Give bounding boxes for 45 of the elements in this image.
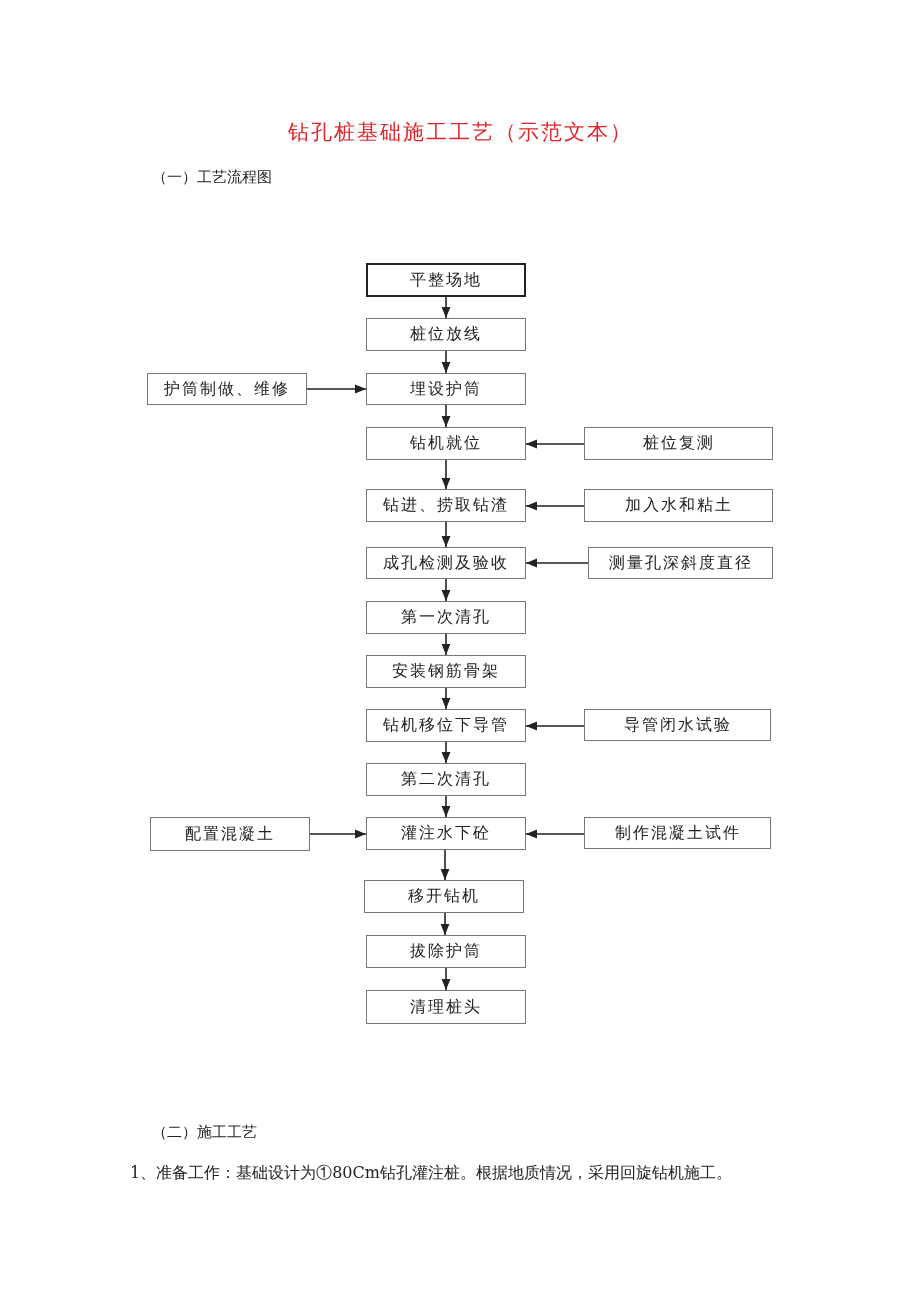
section-heading: （一）工艺流程图 — [152, 168, 272, 187]
process-box: 钻机移位下导管 — [366, 709, 526, 742]
arrow — [440, 849, 450, 881]
process-box: 桩位复测 — [584, 427, 773, 460]
arrow — [441, 967, 451, 991]
arrow — [525, 558, 589, 568]
process-box: 护筒制做、维修 — [147, 373, 307, 405]
process-box: 灌注水下砼 — [366, 817, 526, 850]
arrow — [525, 439, 585, 449]
arrow — [441, 578, 451, 602]
section-heading: （二）施工工艺 — [152, 1123, 257, 1142]
process-box: 成孔检测及验收 — [366, 547, 526, 579]
arrow — [306, 384, 367, 394]
process-box: 第一次清孔 — [366, 601, 526, 634]
process-box: 桩位放线 — [366, 318, 526, 351]
process-box: 钻机就位 — [366, 427, 526, 460]
arrow — [441, 687, 451, 710]
process-box: 配置混凝土 — [150, 817, 310, 851]
arrow — [441, 633, 451, 656]
process-box: 清理桩头 — [366, 990, 526, 1024]
title: 钻孔桩基础施工工艺（示范文本） — [286, 119, 634, 146]
arrow — [441, 795, 451, 818]
process-box: 测量孔深斜度直径 — [588, 547, 773, 579]
process-box: 埋设护筒 — [366, 373, 526, 405]
arrow — [441, 296, 451, 319]
arrow — [441, 741, 451, 764]
process-box: 加入水和粘土 — [584, 489, 773, 522]
arrow — [525, 721, 585, 731]
arrow — [525, 501, 585, 511]
arrow — [525, 829, 585, 839]
process-box: 导管闭水试验 — [584, 709, 771, 741]
body-text: 1、准备工作：基础设计为①80Cm钻孔灌注桩。根据地质情况，采用回旋钻机施工。 — [130, 1163, 732, 1184]
process-box: 平整场地 — [366, 263, 526, 297]
process-box: 钻进、捞取钻渣 — [366, 489, 526, 522]
process-box: 拔除护筒 — [366, 935, 526, 968]
arrow — [440, 912, 450, 936]
arrow — [441, 404, 451, 428]
process-box: 安装钢筋骨架 — [366, 655, 526, 688]
process-box: 移开钻机 — [364, 880, 524, 913]
process-box: 第二次清孔 — [366, 763, 526, 796]
arrow — [441, 459, 451, 490]
arrow — [441, 521, 451, 548]
process-box: 制作混凝土试件 — [584, 817, 771, 849]
arrow — [441, 350, 451, 374]
arrow — [309, 829, 367, 839]
